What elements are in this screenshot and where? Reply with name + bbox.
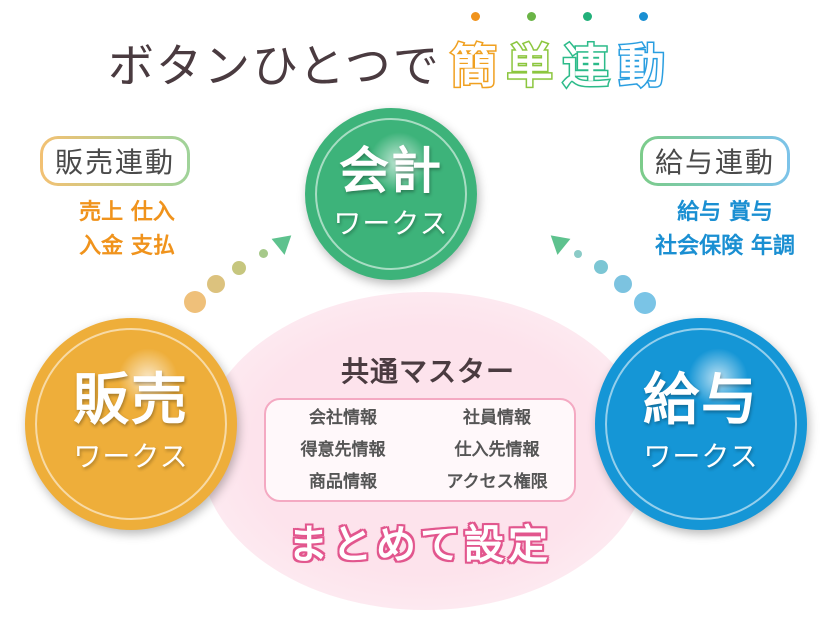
headline-accent-char: 簡 xyxy=(447,12,503,96)
sales-link-item: 入金 支払 xyxy=(79,234,175,259)
common-master-entry: 社員情報 xyxy=(463,408,531,428)
arrow-dot xyxy=(207,275,225,293)
payroll-link-items: 給与 賞与 社会保険 年調 xyxy=(625,196,825,264)
module-title: 販売 xyxy=(73,368,189,433)
headline-accent-char: 動 xyxy=(615,12,671,96)
sales-link-item: 売上 仕入 xyxy=(79,200,175,225)
common-master-entry: 会社情報 xyxy=(309,408,377,428)
headline-accent-char: 単 xyxy=(503,12,559,96)
headline-accent-char: 連 xyxy=(559,12,615,96)
arrow-head-icon xyxy=(547,235,571,257)
payroll-link-item: 社会保険 年調 xyxy=(655,234,795,259)
arrow-dot xyxy=(232,261,246,275)
common-master-footer: まとめて設定 xyxy=(288,522,552,568)
sales-works-module[interactable]: 販売 ワークス xyxy=(25,318,237,530)
accounting-works-module[interactable]: 会計 ワークス xyxy=(305,108,477,280)
module-subtitle: ワークス xyxy=(73,440,189,473)
headline: ボタンひとつで 簡単連動 xyxy=(108,12,671,96)
payroll-link-label: 給与連動 xyxy=(640,136,790,186)
sales-link-items: 売上 仕入 入金 支払 xyxy=(52,196,202,264)
common-master-title: 共通マスター xyxy=(340,355,515,388)
module-subtitle: ワークス xyxy=(333,207,449,240)
arrow-dot xyxy=(614,275,632,293)
module-subtitle: ワークス xyxy=(643,440,759,473)
arrow-dot xyxy=(184,291,206,313)
arrow-head-icon xyxy=(271,235,295,257)
arrow-dot xyxy=(634,292,656,314)
emphasis-dot xyxy=(638,12,648,21)
common-master-list: 会社情報 社員情報 得意先情報 仕入先情報 商品情報 アクセス権限 xyxy=(264,398,576,502)
emphasis-dot xyxy=(470,12,480,21)
emphasis-dot xyxy=(582,12,592,21)
module-title: 会計 xyxy=(339,142,443,200)
sales-link-label: 販売連動 xyxy=(40,136,190,186)
common-master-entry: アクセス権限 xyxy=(446,472,548,492)
module-title: 給与 xyxy=(643,368,759,433)
common-master-entry: 仕入先情報 xyxy=(454,440,540,460)
common-master-entry: 商品情報 xyxy=(309,472,377,492)
arrow-dot xyxy=(574,250,582,258)
arrow-dot xyxy=(594,260,608,274)
arrow-dot xyxy=(259,249,268,258)
emphasis-dot xyxy=(526,12,536,21)
payroll-link-item: 給与 賞与 xyxy=(677,200,773,225)
payroll-works-module[interactable]: 給与 ワークス xyxy=(595,318,807,530)
common-master-entry: 得意先情報 xyxy=(300,440,386,460)
headline-accent: 簡単連動 xyxy=(447,12,671,96)
headline-main: ボタンひとつで xyxy=(108,39,441,93)
